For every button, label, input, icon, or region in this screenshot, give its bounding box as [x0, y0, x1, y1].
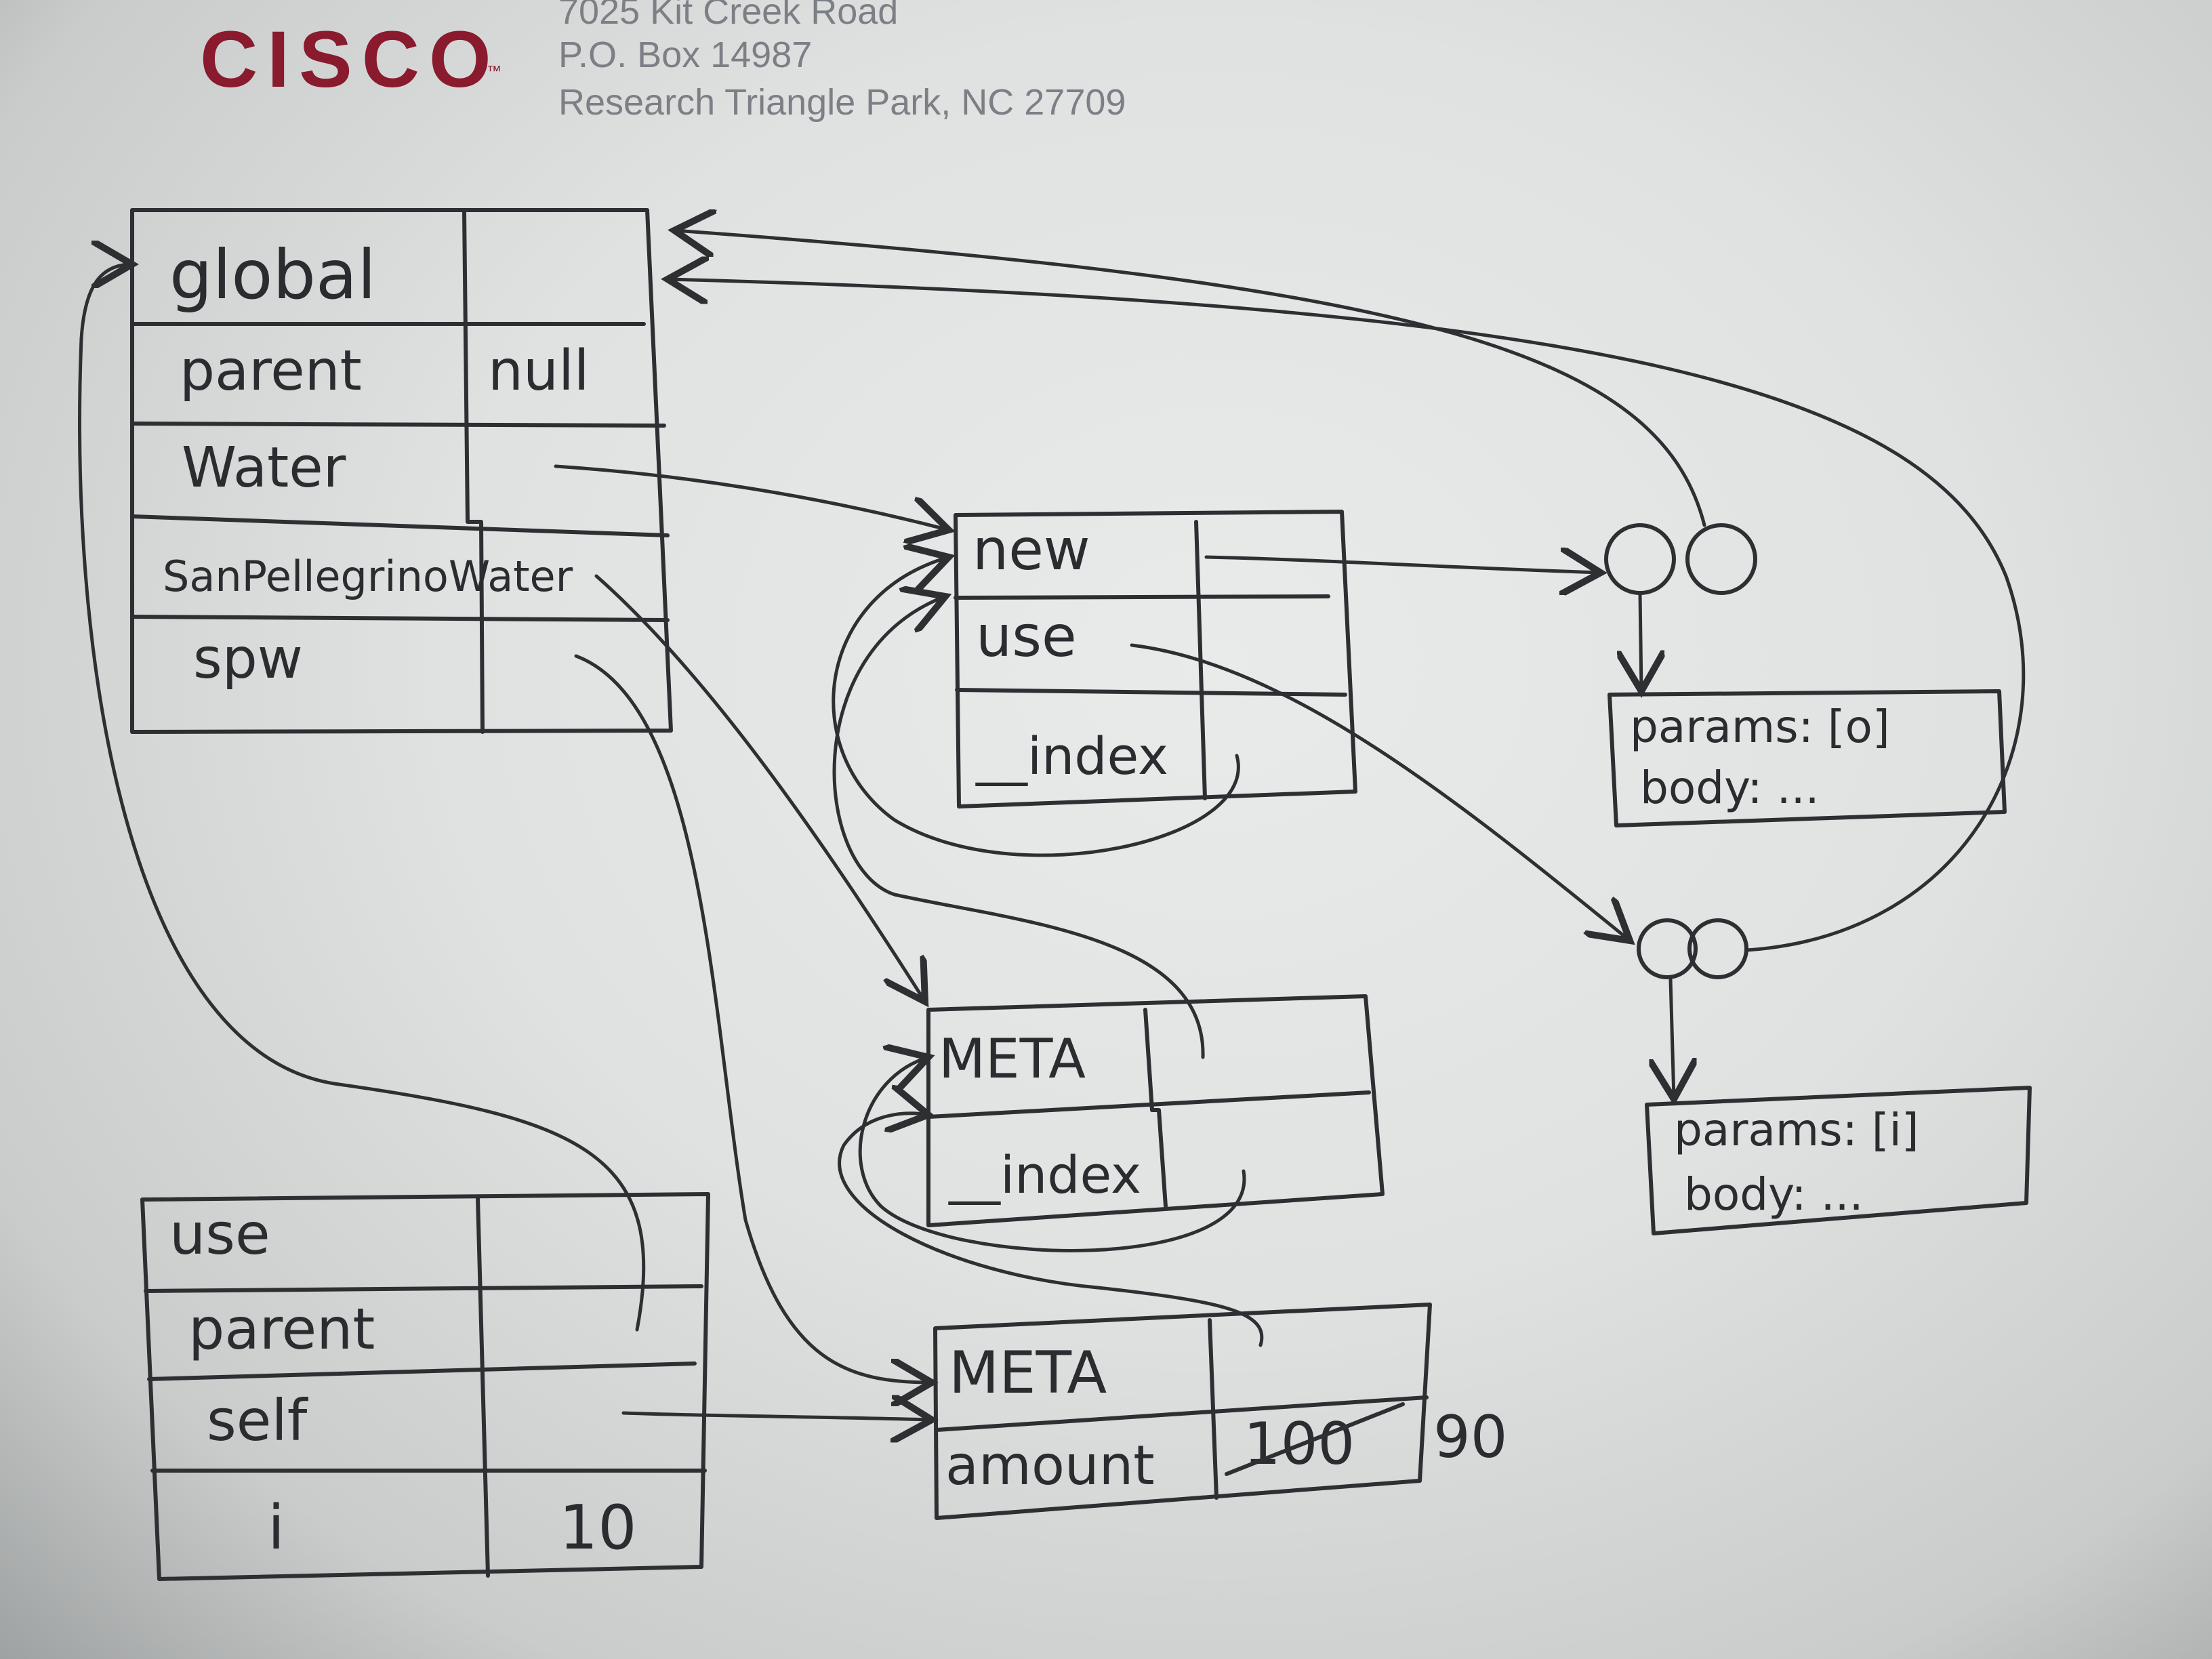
- arrow-instance-meta-to-class: [838, 1113, 1264, 1347]
- global-frame-divider: [462, 209, 485, 734]
- instance-row-amount-key: amount: [945, 1434, 1155, 1497]
- arrow-use-to-closure-i: [1130, 643, 1630, 941]
- arrow-call-self-to-instance: [621, 1413, 932, 1420]
- instance-object: META amount 100 90: [933, 1303, 1507, 1520]
- global-row-parent-value: null: [488, 339, 590, 403]
- arrow-class-meta-to-water: [832, 596, 1205, 1059]
- global-row-spw-key: spw: [193, 627, 303, 691]
- spw-class-outline: [926, 994, 1385, 1227]
- arrow-closure-i-env-to-global: [668, 279, 2026, 952]
- global-row-spw-class-key: SanPellegrinoWater: [163, 552, 573, 601]
- global-row-water-key: Water: [182, 436, 346, 500]
- spw-class-row-meta-key: META: [939, 1027, 1086, 1090]
- closure-o-code-circle: [1604, 523, 1676, 595]
- closure-i-body: body: ...: [1684, 1168, 1864, 1221]
- cisco-logo: CISCO: [200, 15, 501, 104]
- spw-class-object: META __index: [926, 994, 1385, 1227]
- cisco-logo-tm: ™: [487, 62, 501, 79]
- instance-row-meta-key: META: [949, 1339, 1107, 1407]
- address-line-2: P.O. Box 14987: [558, 35, 813, 75]
- arrow-closure-o-env-to-global: [674, 230, 1706, 527]
- amount-strike-line: [1225, 1402, 1405, 1476]
- call-row-parent-key: parent: [188, 1296, 375, 1362]
- arrow-closure-o-to-params: [1640, 591, 1641, 691]
- closure-i: params: [i] body: ...: [1637, 918, 2032, 1235]
- water-object: new use __index: [954, 510, 1357, 808]
- arrow-call-parent-to-global: [78, 264, 646, 1332]
- spw-class-row-index-key: __index: [948, 1145, 1141, 1205]
- global-frame-title: global: [169, 235, 376, 314]
- call-row-use-key: use: [169, 1201, 270, 1267]
- closure-o-box: [1607, 689, 2007, 827]
- water-object-outline: [954, 510, 1357, 808]
- global-frame: global parent null Water SanPellegrinoWa…: [130, 208, 673, 734]
- address-line-1: 7025 Kit Creek Road: [558, 0, 899, 32]
- arrow-water-index-self-loop: [832, 557, 1240, 857]
- arrow-new-to-closure-o: [1204, 557, 1601, 573]
- closure-o: params: [o] body: ...: [1604, 523, 2007, 827]
- call-row-i-value: 10: [559, 1492, 637, 1563]
- global-frame-outline: [130, 208, 673, 734]
- call-frame: use parent self i 10: [140, 1192, 710, 1581]
- arrow-water-to-water-object: [554, 464, 949, 530]
- address-line-3: Research Triangle Park, NC 27709: [558, 82, 1126, 123]
- closure-i-code-circle: [1637, 918, 1698, 979]
- arrow-closure-i-to-params: [1671, 977, 1674, 1099]
- water-row-new-key: new: [972, 516, 1090, 583]
- closure-o-body: body: ...: [1640, 762, 1820, 814]
- call-row-self-key: self: [207, 1387, 309, 1454]
- water-row-use-key: use: [976, 603, 1077, 670]
- water-row-index-key: __index: [975, 726, 1168, 786]
- arrow-class-index-self-loop: [858, 1057, 1246, 1252]
- closure-i-box: [1645, 1086, 2032, 1235]
- closure-o-env-circle: [1685, 523, 1757, 595]
- instance-outline: [933, 1303, 1432, 1520]
- call-row-i-key: i: [268, 1492, 285, 1563]
- reference-arrows: [78, 230, 2026, 1420]
- arrow-spw-to-instance: [574, 654, 932, 1382]
- closure-i-env-circle: [1687, 918, 1748, 979]
- closure-o-params: params: [o]: [1630, 701, 1890, 753]
- call-frame-outline: [140, 1192, 710, 1581]
- closure-i-params: params: [i]: [1674, 1104, 1919, 1156]
- arrow-spw-class-to-class-object: [594, 574, 925, 1002]
- instance-amount-new-value: 90: [1433, 1404, 1507, 1471]
- global-row-parent-key: parent: [180, 339, 362, 403]
